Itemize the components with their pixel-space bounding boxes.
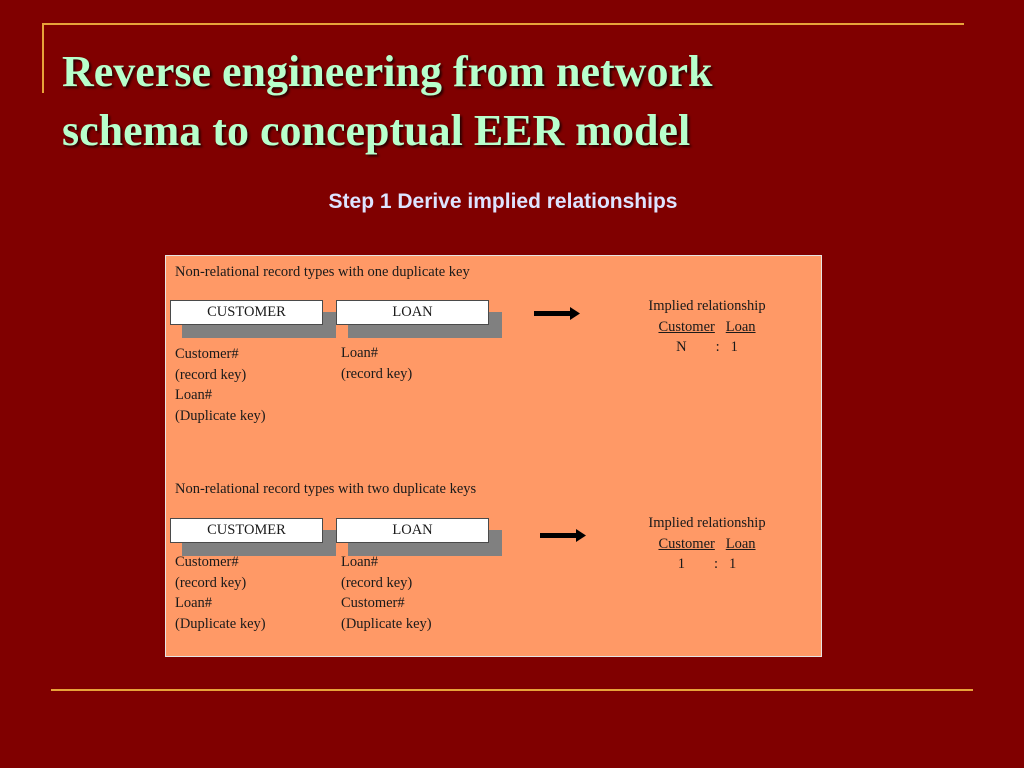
section1-loan-record: LOAN [336, 300, 502, 340]
implied-cardinality: N : 1 [627, 337, 787, 358]
right-arrow-icon [540, 529, 586, 542]
section1-implied-relationship: Implied relationship Customer Loan N : 1 [627, 296, 787, 358]
record-box: LOAN [336, 300, 489, 325]
implied-entities: Customer Loan [627, 317, 787, 338]
section2-customer-fields: Customer# (record key) Loan# (Duplicate … [175, 552, 266, 634]
cardinality-left: 1 [677, 556, 686, 572]
cardinality-separator: : [715, 339, 720, 355]
field-line: (Duplicate key) [175, 615, 266, 632]
record-box: LOAN [336, 518, 489, 543]
bottom-rule [51, 689, 973, 691]
slide-subtitle: Step 1 Derive implied relationships [328, 190, 678, 213]
entity-loan: Loan [725, 318, 756, 335]
entity-customer: Customer [658, 318, 715, 335]
field-line: (record key) [341, 574, 413, 591]
title-line-2: schema to conceptual EER model [62, 106, 691, 155]
entity-customer: Customer [658, 535, 715, 552]
implied-label: Implied relationship [648, 515, 766, 531]
field-line: Loan# [341, 345, 379, 361]
field-line: Loan# [175, 387, 213, 403]
section1-heading: Non-relational record types with one dup… [175, 264, 470, 280]
title-line-1: Reverse engineering from network [62, 47, 713, 96]
field-line: (Duplicate key) [175, 407, 266, 424]
implied-label: Implied relationship [648, 298, 766, 314]
right-arrow-icon [534, 307, 580, 320]
implied-entities: Customer Loan [627, 534, 787, 555]
field-line: Loan# [341, 554, 379, 570]
section1-customer-record: CUSTOMER [170, 300, 336, 340]
section2-customer-record: CUSTOMER [170, 518, 336, 558]
cardinality-separator: : [714, 556, 719, 572]
section2-loan-fields: Loan# (record key) Customer# (Duplicate … [341, 552, 432, 634]
record-box: CUSTOMER [170, 300, 323, 325]
diagram-panel: Non-relational record types with one dup… [165, 255, 822, 657]
record-box: CUSTOMER [170, 518, 323, 543]
section1-customer-fields: Customer# (record key) Loan# (Duplicate … [175, 344, 266, 426]
field-line: Customer# [175, 554, 239, 570]
top-rule [42, 23, 964, 25]
section2-loan-record: LOAN [336, 518, 502, 558]
field-line: Customer# [175, 346, 239, 362]
section2-heading: Non-relational record types with two dup… [175, 481, 477, 497]
field-line: Loan# [175, 595, 213, 611]
entity-loan: Loan [725, 535, 756, 552]
section2-implied-relationship: Implied relationship Customer Loan 1 : 1 [627, 513, 787, 575]
left-rule [42, 23, 44, 93]
field-line: (record key) [175, 366, 247, 383]
field-line: Customer# [341, 595, 405, 611]
cardinality-left: N [676, 339, 687, 355]
cardinality-right: 1 [730, 339, 738, 355]
field-line: (Duplicate key) [341, 615, 432, 632]
field-line: (record key) [341, 365, 413, 382]
field-line: (record key) [175, 574, 247, 591]
cardinality-right: 1 [728, 556, 737, 572]
section1-loan-fields: Loan# (record key) [341, 343, 412, 384]
implied-cardinality: 1 : 1 [627, 554, 787, 575]
slide-title: Reverse engineering from network schema … [62, 42, 962, 160]
